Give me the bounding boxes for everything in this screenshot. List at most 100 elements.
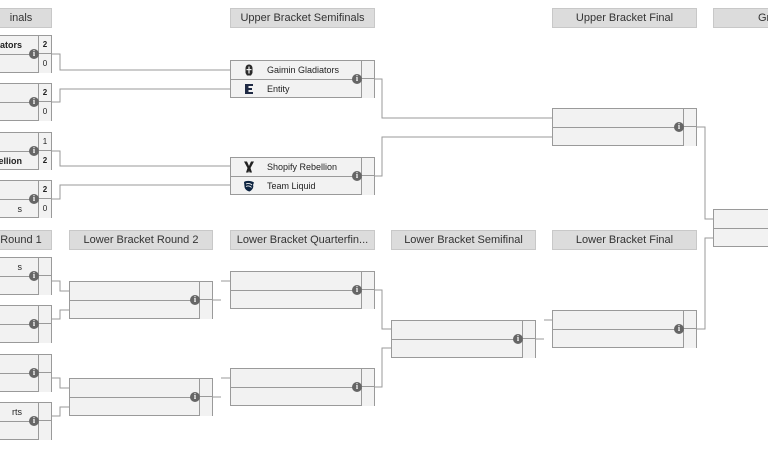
match-row: Team Liquid bbox=[231, 177, 361, 195]
info-icon[interactable]: i bbox=[29, 97, 39, 107]
match-row bbox=[553, 330, 683, 348]
score bbox=[199, 301, 212, 319]
info-icon[interactable]: i bbox=[674, 324, 684, 334]
match-row bbox=[0, 133, 38, 152]
match-grand-final[interactable] bbox=[713, 209, 768, 247]
connector-line bbox=[52, 406, 69, 417]
match-row bbox=[70, 301, 199, 319]
score bbox=[361, 388, 374, 406]
score bbox=[199, 282, 212, 300]
team-name: Entity bbox=[267, 84, 290, 94]
match-upper-qf-1[interactable]: iators 2 0 i bbox=[0, 35, 52, 73]
match-row: ellion bbox=[0, 152, 38, 170]
connector-line bbox=[52, 280, 69, 292]
info-icon[interactable]: i bbox=[29, 416, 39, 426]
info-icon[interactable]: i bbox=[190, 392, 200, 402]
score bbox=[683, 311, 696, 329]
score bbox=[522, 321, 535, 339]
info-icon[interactable]: i bbox=[352, 382, 362, 392]
info-icon[interactable]: i bbox=[352, 171, 362, 181]
header-lower-semifinal: Lower Bracket Semifinal bbox=[391, 230, 536, 250]
header-lower-quarterfinal: Lower Bracket Quarterfin... bbox=[230, 230, 375, 250]
connector-line bbox=[697, 126, 713, 220]
match-row bbox=[70, 282, 199, 301]
match-upper-qf-2[interactable]: 2 0 i bbox=[0, 83, 52, 121]
info-icon[interactable]: i bbox=[29, 319, 39, 329]
match-upper-qf-4[interactable]: s 2 0 i bbox=[0, 180, 52, 218]
score bbox=[38, 403, 51, 421]
connector-line bbox=[52, 53, 230, 71]
match-row: rts bbox=[0, 403, 38, 422]
team-name: iators bbox=[0, 40, 22, 50]
info-icon[interactable]: i bbox=[190, 295, 200, 305]
match-row bbox=[0, 84, 38, 103]
match-row: s bbox=[0, 258, 38, 277]
score bbox=[38, 258, 51, 276]
match-lower-qf-2[interactable]: i bbox=[230, 368, 375, 406]
info-icon[interactable]: i bbox=[352, 285, 362, 295]
score bbox=[199, 398, 212, 416]
match-upper-sf-2[interactable]: Shopify Rebellion Team Liquid i bbox=[230, 157, 375, 195]
info-icon[interactable]: i bbox=[352, 74, 362, 84]
match-upper-final[interactable]: i bbox=[552, 108, 697, 146]
gaimin-gladiators-logo-icon bbox=[245, 64, 253, 76]
info-icon[interactable]: i bbox=[29, 146, 39, 156]
match-lower-final[interactable]: i bbox=[552, 310, 697, 348]
match-lower-r1-3[interactable]: i bbox=[0, 354, 52, 392]
info-icon[interactable]: i bbox=[29, 49, 39, 59]
match-lower-r1-1[interactable]: s i bbox=[0, 257, 52, 295]
header-lower-final: Lower Bracket Final bbox=[552, 230, 697, 250]
team-name: Team Liquid bbox=[267, 181, 316, 191]
team-liquid-logo-icon bbox=[244, 180, 254, 192]
match-row bbox=[553, 311, 683, 330]
info-icon[interactable]: i bbox=[29, 194, 39, 204]
match-lower-r2-2[interactable]: i bbox=[69, 378, 213, 416]
entity-logo-icon bbox=[245, 84, 253, 94]
score bbox=[361, 158, 374, 176]
match-lower-r2-1[interactable]: i bbox=[69, 281, 213, 319]
match-row bbox=[70, 379, 199, 398]
match-row: Gaimin Gladiators bbox=[231, 61, 361, 80]
match-lower-r1-2[interactable]: i bbox=[0, 305, 52, 343]
match-row bbox=[714, 229, 768, 247]
match-upper-qf-3[interactable]: ellion 1 2 i bbox=[0, 132, 52, 170]
score bbox=[199, 379, 212, 397]
header-upper-semifinals: Upper Bracket Semifinals bbox=[230, 8, 375, 28]
info-icon[interactable]: i bbox=[29, 368, 39, 378]
score bbox=[361, 177, 374, 195]
score bbox=[38, 355, 51, 373]
score bbox=[361, 80, 374, 98]
info-icon[interactable]: i bbox=[674, 122, 684, 132]
match-lower-r1-4[interactable]: rts i bbox=[0, 402, 52, 440]
match-row bbox=[553, 109, 683, 128]
match-row bbox=[231, 272, 361, 291]
match-row bbox=[714, 210, 768, 229]
match-row bbox=[0, 181, 38, 200]
match-row bbox=[392, 321, 522, 340]
score bbox=[38, 306, 51, 324]
header-grand-final: Gr bbox=[713, 8, 768, 28]
header-upper-quarterfinals: inals bbox=[0, 8, 52, 28]
match-row bbox=[0, 306, 38, 325]
info-icon[interactable]: i bbox=[29, 271, 39, 281]
score bbox=[38, 325, 51, 343]
score: 0 bbox=[38, 200, 51, 218]
match-lower-sf[interactable]: i bbox=[391, 320, 536, 358]
score bbox=[361, 272, 374, 290]
info-icon[interactable]: i bbox=[513, 334, 523, 344]
match-upper-sf-1[interactable]: Gaimin Gladiators Entity i bbox=[230, 60, 375, 98]
score bbox=[38, 374, 51, 392]
match-lower-qf-1[interactable]: i bbox=[230, 271, 375, 309]
shopify-rebellion-logo-icon bbox=[244, 161, 254, 173]
match-row: Shopify Rebellion bbox=[231, 158, 361, 177]
score bbox=[683, 128, 696, 146]
match-row: iators bbox=[0, 36, 38, 55]
score bbox=[38, 422, 51, 440]
score: 0 bbox=[38, 103, 51, 121]
connector-line bbox=[52, 377, 69, 389]
score bbox=[522, 340, 535, 358]
score bbox=[38, 277, 51, 295]
team-name: rts bbox=[12, 407, 22, 417]
